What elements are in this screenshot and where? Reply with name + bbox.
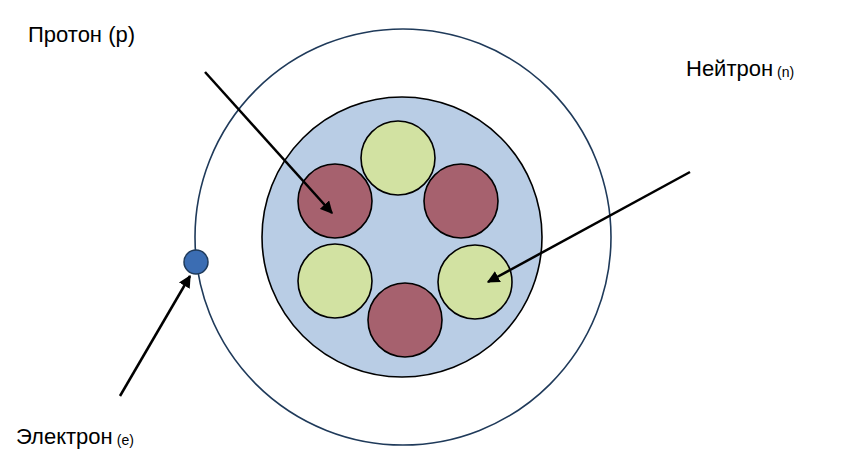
- proton-ball: [368, 283, 442, 357]
- neutron-ball: [361, 121, 435, 195]
- part-name: Протон (p): [28, 22, 135, 47]
- proton-ball: [424, 164, 498, 238]
- proton-ball: [298, 164, 372, 238]
- part-name: Электрон: [16, 424, 113, 449]
- particle-symbol: (n): [777, 64, 794, 80]
- electron-dot: [184, 250, 208, 274]
- electron-orbit: [195, 29, 611, 445]
- neutron-ball: [298, 244, 372, 318]
- leader-arrow: [205, 72, 332, 213]
- particle-symbol: (e): [117, 432, 134, 448]
- part-name: Нейтрон: [686, 56, 773, 81]
- leader-arrow: [120, 276, 190, 396]
- nucleus: [262, 97, 542, 377]
- neutron-ball: [438, 245, 512, 319]
- leader-arrow: [488, 172, 690, 282]
